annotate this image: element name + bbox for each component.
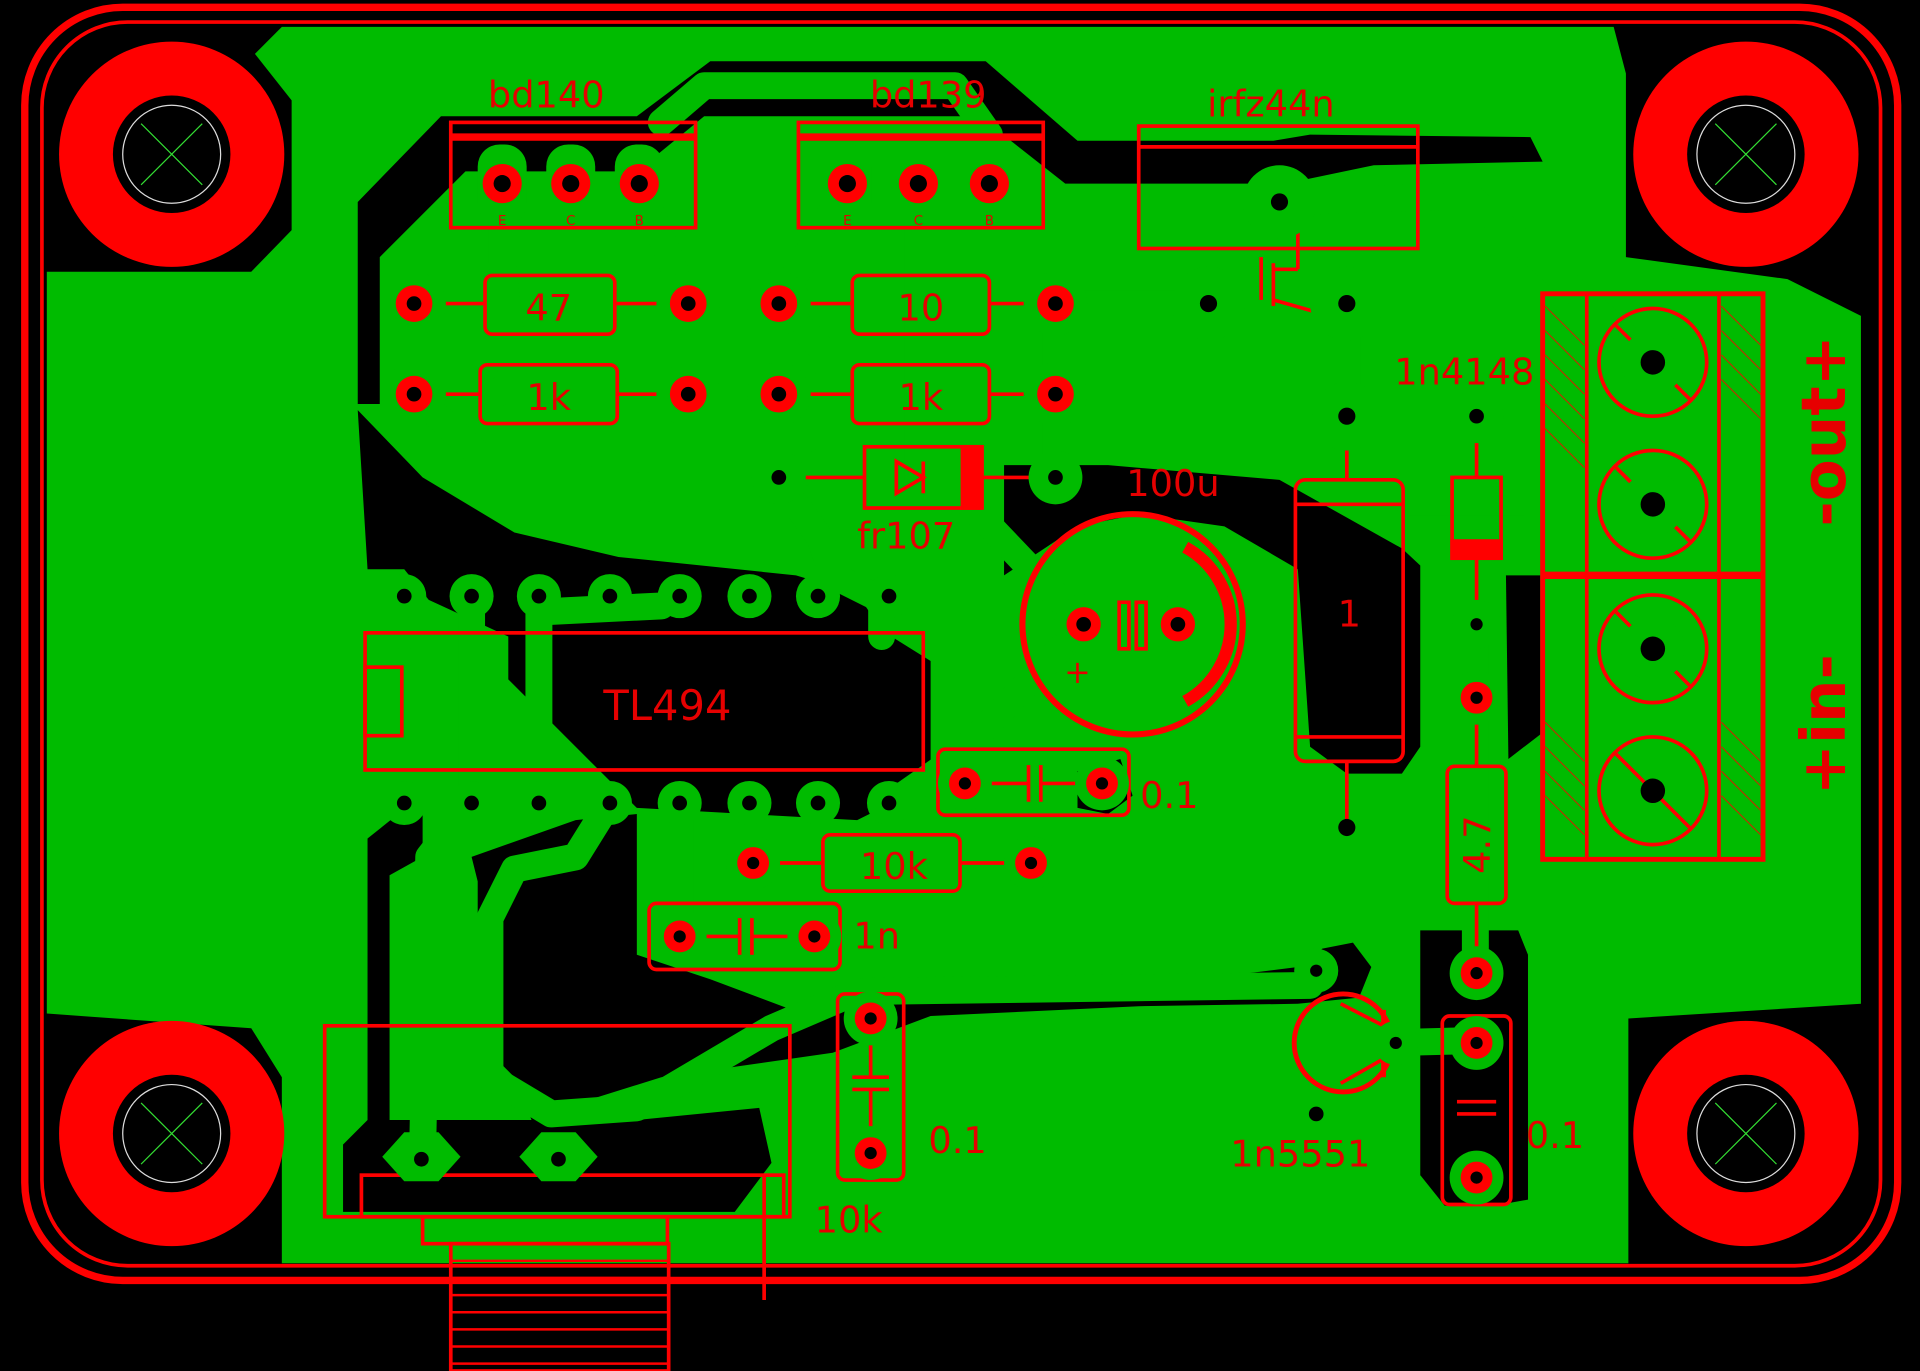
label-r47: 47 <box>525 287 572 330</box>
pads <box>382 144 1685 1205</box>
label-r1k-a: 1k <box>526 376 571 419</box>
label-c100u-plus: + <box>1064 653 1091 691</box>
component-labels: bd140 bd139 irfz44n 47 10 1k 1k fr107 10… <box>488 74 1860 1242</box>
mounting-hole-bl <box>59 1020 285 1247</box>
label-r1k-b: 1k <box>899 376 944 419</box>
pin-label-b: B <box>635 214 644 229</box>
mounting-hole-tr <box>1633 41 1859 267</box>
label-pot10k: 10k <box>815 1199 884 1242</box>
label-r10: 10 <box>897 287 944 330</box>
pin-label-b: B <box>985 214 994 229</box>
c100u-body <box>1019 511 1246 738</box>
copper-pour <box>46 26 1861 1264</box>
mounting-hole-br <box>1633 1020 1859 1247</box>
label-n1n5551: 1n5551 <box>1230 1133 1370 1176</box>
label-bd139: bd139 <box>870 74 987 117</box>
pin-label-e: E <box>498 214 507 229</box>
label-irfz44n: irfz44n <box>1207 82 1335 125</box>
label-n1n4148: 1n4148 <box>1394 350 1534 393</box>
label-out: -out+ <box>1789 335 1860 527</box>
label-r10k-a: 10k <box>860 845 929 888</box>
label-c01-a: 0.1 <box>1140 774 1198 817</box>
bd140-body <box>448 120 698 230</box>
board-outline-outer <box>21 3 1902 1285</box>
pin-label-c: C <box>914 214 923 229</box>
label-r4-7: 4.7 <box>1456 815 1499 873</box>
label-c100u: 100u <box>1126 462 1219 505</box>
mounting-hole-tl <box>59 41 285 267</box>
label-c01-b: 0.1 <box>928 1119 986 1162</box>
c01-a-body <box>936 747 1131 818</box>
fr107-symbol <box>894 458 927 497</box>
label-bd140: bd140 <box>488 74 605 117</box>
bd139-body <box>796 120 1046 230</box>
board-outline-inner <box>40 20 1883 1268</box>
pin-label-e: E <box>843 214 852 229</box>
label-fr107: fr107 <box>857 514 955 557</box>
label-tl494: TL494 <box>602 681 731 730</box>
mounting-holes <box>59 41 1859 1247</box>
r1-body <box>1293 478 1405 764</box>
irfz44n-body <box>1136 124 1420 251</box>
pin-labels: E C B E C B <box>498 214 994 229</box>
label-in: +in- <box>1789 654 1860 795</box>
terminal-hatch <box>1544 305 1761 836</box>
label-c01-c: 0.1 <box>1526 1114 1584 1157</box>
pin-label-c: C <box>566 214 575 229</box>
label-c1n: 1n <box>853 915 900 958</box>
label-r1: 1 <box>1338 593 1361 636</box>
